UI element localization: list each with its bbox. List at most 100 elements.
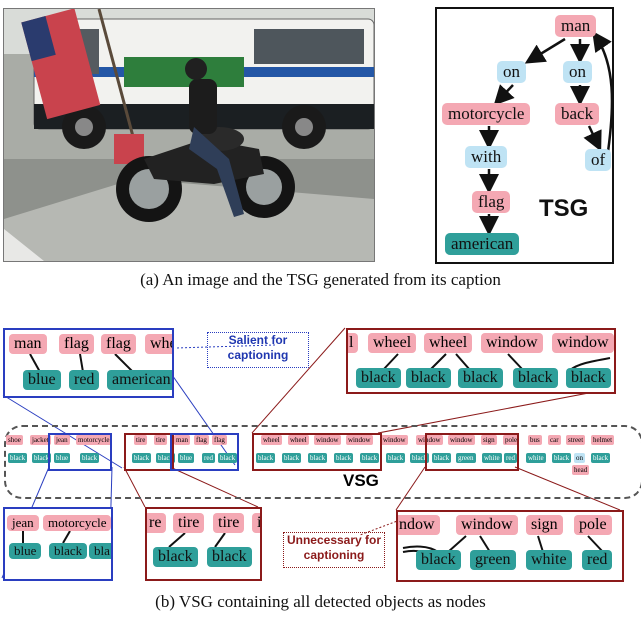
strip-attr: black — [8, 453, 28, 463]
strip-obj-flag: flag — [212, 435, 227, 445]
caption-b: (b) VSG containing all detected objects … — [155, 592, 486, 611]
strip-obj-motorcycle: motorcycle — [76, 435, 112, 445]
strip-attr: red — [202, 453, 215, 463]
strip-obj-car: car — [548, 435, 561, 445]
strip-obj-helmet: helmet — [591, 435, 615, 445]
zoom-obj-tire: tire — [173, 513, 205, 533]
tsg-panel: man on on motorcycle back with of flag a… — [435, 7, 614, 264]
zoom-obj-tire: tire — [213, 513, 245, 533]
strip-obj-tire: tire — [154, 435, 168, 445]
strip-attr: black — [218, 453, 238, 463]
strip-obj-window: window — [346, 435, 373, 445]
caption-a: (a) An image and the TSG generated from … — [140, 270, 501, 289]
strip-attr: black — [552, 453, 572, 463]
strip-obj-jacket: jacket — [30, 435, 51, 445]
vsg-strip: shoe jacket jean motorcycle tire tire ma… — [4, 425, 641, 499]
tsg-node-with: with — [465, 146, 508, 168]
zoom-attr-black: black — [513, 368, 558, 388]
zoom-attr-black: black — [356, 368, 401, 388]
zoom-attr-black: black — [406, 368, 451, 388]
strip-obj-jean: jean — [54, 435, 70, 445]
tsg-node-on-right: on — [563, 61, 592, 83]
zoom-obj-window: window — [456, 515, 518, 535]
zoom-attr-black: black — [458, 368, 503, 388]
strip-attr: black — [32, 453, 52, 463]
zoom-obj-ndow: ndow — [398, 515, 440, 535]
street-photo — [3, 8, 375, 262]
strip-obj-wheel: wheel — [288, 435, 309, 445]
zoom-obj-wheel: wheel — [368, 333, 417, 353]
tsg-node-flag: flag — [472, 191, 511, 213]
strip-obj-wheel: wheel — [261, 435, 282, 445]
zoom-obj-wheel: wheel — [424, 333, 473, 353]
vsg-label: VSG — [343, 471, 379, 490]
strip-obj-tire: tire — [134, 435, 148, 445]
strip-attr: black — [432, 453, 452, 463]
strip-attr: blue — [54, 453, 71, 463]
photo-illustration — [4, 9, 374, 261]
zoom-obj-window: window — [552, 333, 614, 353]
strip-attr: black — [360, 453, 380, 463]
strip-attr: black — [334, 453, 354, 463]
zoom-attr-black: black — [49, 543, 88, 559]
strip-highlight-red-tire — [124, 433, 174, 471]
zoom-attr-white: white — [526, 550, 572, 570]
tsg-node-american: american — [445, 233, 520, 255]
zoom-obj-l: l — [348, 333, 359, 353]
zoom-obj-pole: pole — [574, 515, 612, 535]
tsg-node-on-left: on — [497, 61, 526, 83]
strip-attr: black — [591, 453, 611, 463]
zoom-attr-red: red — [69, 370, 100, 390]
zoom-obj-man: man — [9, 334, 47, 354]
strip-obj-window: window — [448, 435, 475, 445]
zoom-attr-red: red — [582, 550, 613, 570]
tsg-node-of: of — [585, 149, 612, 171]
zoom-edges — [168, 532, 226, 548]
strip-attr: black — [80, 453, 100, 463]
strip-obj-sign: sign — [481, 435, 497, 445]
zoom-obj-flag: flag — [59, 334, 94, 354]
zoom-obj-flag: flag — [101, 334, 136, 354]
zoom-obj-motorcycle: motorcycle — [43, 515, 111, 531]
strip-highlight-red-wheel — [252, 433, 382, 471]
strip-attr: black — [282, 453, 302, 463]
strip-attr: black — [410, 453, 430, 463]
strip-obj-window: window — [416, 435, 443, 445]
strip-highlight-blue-jean — [48, 433, 112, 471]
tsg-node-back: back — [555, 103, 600, 125]
zoom-window-sign-pole: ndow window sign pole black green white … — [396, 510, 624, 582]
zoom-attr-blue: blue — [9, 543, 42, 559]
zoom-attr-black: black — [416, 550, 461, 570]
zoom-obj-sign: sign — [526, 515, 563, 535]
strip-obj-flag: flag — [194, 435, 209, 445]
strip-attr: black — [308, 453, 328, 463]
strip-obj-window: window — [314, 435, 341, 445]
zoom-attr-black: black — [207, 547, 252, 567]
strip-attr: red — [504, 453, 517, 463]
zoom-attr-american: american — [107, 370, 172, 390]
strip-attr: black — [132, 453, 152, 463]
strip-attr: white — [526, 453, 546, 463]
strip-rel-on: on — [574, 453, 585, 463]
zoom-obj-re: re — [147, 513, 167, 533]
strip-attr: black — [256, 453, 276, 463]
zoom-attr-black: black — [566, 368, 611, 388]
strip-attr: green — [456, 453, 476, 463]
zoom-tire: re tire tire i black black — [145, 507, 262, 581]
strip-attr: black — [386, 453, 406, 463]
strip-highlight-red-window — [425, 433, 519, 471]
strip-highlight-blue-flag — [170, 433, 239, 471]
zoom-edges — [29, 353, 134, 373]
strip-obj-shoe: shoe — [6, 435, 23, 445]
zoom-attr-bla: bla — [89, 543, 111, 559]
zoom-obj-i: i — [252, 513, 260, 533]
strip-attr: black — [156, 453, 176, 463]
strip-obj-man: man — [174, 435, 191, 445]
strip-attr: white — [482, 453, 502, 463]
zoom-attr-blue: blue — [23, 370, 61, 390]
strip-obj-bus: bus — [528, 435, 542, 445]
strip-obj-pole: pole — [503, 435, 520, 445]
zoom-attr-black: black — [153, 547, 198, 567]
unnecessary-note: Unnecessary for captioning — [283, 532, 385, 568]
strip-attr: blue — [178, 453, 195, 463]
